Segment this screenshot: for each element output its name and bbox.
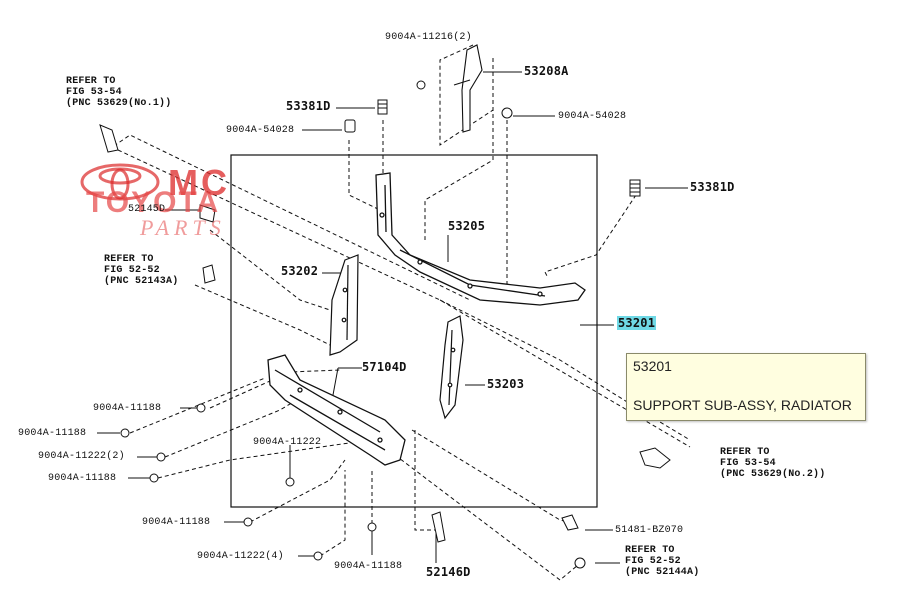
top-bracket-part bbox=[453, 44, 483, 133]
part-label-53381d-right[interactable]: 53381D bbox=[690, 180, 735, 194]
left-bracket-part bbox=[329, 254, 359, 356]
part-label-53205[interactable]: 53205 bbox=[448, 219, 486, 233]
part-label-51481-bz070[interactable]: 51481-BZ070 bbox=[615, 525, 684, 536]
part-label-52145d[interactable]: 52145D bbox=[128, 204, 166, 215]
part-label-9004a-11188-c[interactable]: 9004A-11188 bbox=[48, 473, 117, 484]
part-label-53381d-top[interactable]: 53381D bbox=[286, 99, 331, 113]
part-label-52146d[interactable]: 52146D bbox=[426, 565, 471, 579]
part-label-9004a-54028-right[interactable]: 9004A-54028 bbox=[558, 111, 627, 122]
part-label-9004a-11188-d[interactable]: 9004A-11188 bbox=[142, 517, 211, 528]
part-label-9004a-11188-a[interactable]: 9004A-11188 bbox=[93, 403, 162, 414]
part-label-9004a-11222-mid[interactable]: 9004A-11222 bbox=[253, 437, 322, 448]
ref-note-52143a[interactable]: REFER TO FIG 52-52 (PNC 52143A) bbox=[104, 254, 179, 287]
part-label-53202[interactable]: 53202 bbox=[281, 264, 319, 278]
part-label-9004a-11222-4[interactable]: 9004A-11222(4) bbox=[197, 551, 284, 562]
part-label-9004a-11188-e[interactable]: 9004A-11188 bbox=[334, 561, 403, 572]
part-label-9004a-11216[interactable]: 9004A-11216(2) bbox=[385, 32, 472, 43]
ref-note-53629-no1[interactable]: REFER TO FIG 53-54 (PNC 53629(No.1)) bbox=[66, 76, 172, 109]
part-label-53203[interactable]: 53203 bbox=[487, 377, 525, 391]
part-label-57104d[interactable]: 57104D bbox=[362, 360, 407, 374]
right-bracket-part bbox=[439, 315, 464, 420]
upper-support-part bbox=[375, 172, 586, 306]
part-label-53201[interactable]: 53201 bbox=[617, 316, 657, 330]
part-label-53208a[interactable]: 53208A bbox=[524, 64, 569, 78]
fastener-icons bbox=[99, 80, 671, 569]
lower-crossmember-part bbox=[267, 354, 406, 466]
tooltip-part-name: SUPPORT SUB-ASSY, RADIATOR bbox=[633, 397, 852, 413]
ref-note-52144a[interactable]: REFER TO FIG 52-52 (PNC 52144A) bbox=[625, 545, 700, 578]
assembly-frame bbox=[230, 154, 598, 508]
ref-note-53629-no2[interactable]: REFER TO FIG 53-54 (PNC 53629(No.2)) bbox=[720, 447, 826, 480]
part-label-9004a-11188-b[interactable]: 9004A-11188 bbox=[18, 428, 87, 439]
part-label-9004a-11222-2[interactable]: 9004A-11222(2) bbox=[38, 451, 125, 462]
part-tooltip: 53201 SUPPORT SUB-ASSY, RADIATOR bbox=[626, 353, 866, 421]
tooltip-part-code: 53201 bbox=[633, 358, 672, 374]
part-label-9004a-54028-left[interactable]: 9004A-54028 bbox=[226, 125, 295, 136]
part-label-53201-highlight: 53201 bbox=[617, 316, 657, 330]
